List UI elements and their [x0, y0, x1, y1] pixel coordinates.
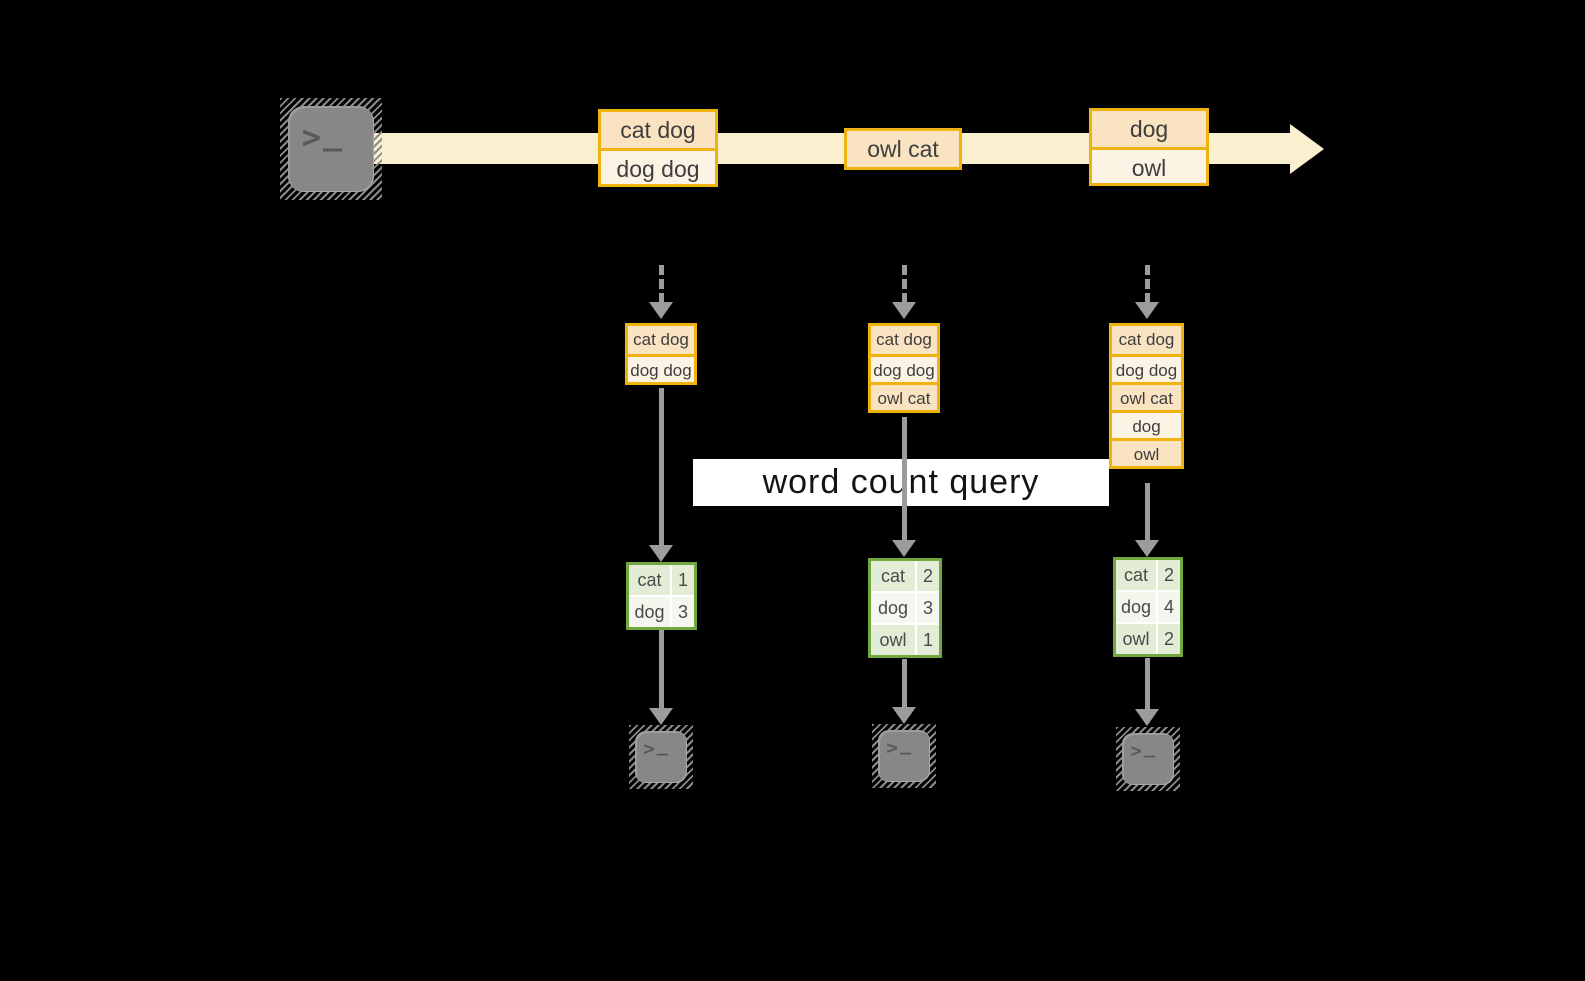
stack-row: dog dog: [1112, 354, 1181, 382]
output-terminal-icon: >_: [1116, 727, 1180, 791]
word-cell: cat: [871, 561, 915, 591]
terminal-screen: >_: [288, 106, 374, 192]
word-count-table: cat 2 dog 3 owl 1: [868, 558, 942, 658]
count-cell: 1: [672, 565, 694, 595]
down-arrowhead-icon: [649, 545, 673, 562]
stack-row: cat dog: [1112, 326, 1181, 354]
dashed-arrow-icon: [659, 265, 664, 303]
down-arrow-icon: [659, 630, 664, 708]
down-arrowhead-icon: [649, 708, 673, 725]
down-arrowhead-icon: [892, 540, 916, 557]
dashed-arrow-icon: [1145, 265, 1150, 303]
query-label: word count query: [762, 463, 1040, 501]
output-terminal-icon: >_: [872, 724, 936, 788]
terminal-prompt-icon: >_: [886, 733, 912, 760]
stack-row: owl: [1112, 438, 1181, 466]
source-terminal-icon: >_: [280, 98, 382, 200]
record-stack: cat dog dog dog owl cat: [868, 323, 940, 413]
record-line: owl cat: [847, 131, 959, 167]
down-arrowhead-icon: [892, 707, 916, 724]
dashed-arrowhead-icon: [892, 302, 916, 319]
count-cell: 3: [672, 597, 694, 627]
query-label-banner: word count query: [693, 459, 1109, 506]
down-arrowhead-icon: [1135, 709, 1159, 726]
down-arrow-icon: [659, 388, 664, 545]
down-arrow-icon: [1145, 483, 1150, 540]
stream-record: owl cat: [844, 128, 962, 170]
down-arrowhead-icon: [1135, 540, 1159, 557]
terminal-screen: >_: [635, 731, 687, 783]
dashed-arrowhead-icon: [1135, 302, 1159, 319]
record-line: dog dog: [601, 148, 715, 184]
output-terminal-icon: >_: [629, 725, 693, 789]
stream-arrowhead-icon: [1290, 124, 1324, 174]
word-cell: owl: [871, 625, 915, 655]
count-cell: 2: [1158, 560, 1180, 590]
stack-row: dog: [1112, 410, 1181, 438]
terminal-screen: >_: [1122, 733, 1174, 785]
count-cell: 1: [917, 625, 939, 655]
down-arrow-icon: [902, 417, 907, 540]
down-arrow-icon: [1145, 658, 1150, 709]
stream-record: dog owl: [1089, 108, 1209, 186]
terminal-prompt-icon: >_: [1130, 736, 1156, 763]
word-cell: cat: [629, 565, 670, 595]
count-cell: 3: [917, 593, 939, 623]
terminal-prompt-icon: >_: [301, 114, 343, 157]
word-cell: cat: [1116, 560, 1156, 590]
word-cell: dog: [871, 593, 915, 623]
down-arrow-icon: [902, 659, 907, 707]
stack-row: cat dog: [628, 326, 694, 354]
record-stack: cat dog dog dog owl cat dog owl: [1109, 323, 1184, 469]
dashed-arrowhead-icon: [649, 302, 673, 319]
word-count-table: cat 1 dog 3: [626, 562, 697, 630]
terminal-screen: >_: [878, 730, 930, 782]
count-cell: 4: [1158, 592, 1180, 622]
stack-row: dog dog: [871, 354, 937, 382]
count-cell: 2: [917, 561, 939, 591]
stack-row: owl cat: [871, 382, 937, 410]
stream-record: cat dog dog dog: [598, 109, 718, 187]
word-cell: owl: [1116, 624, 1156, 654]
word-count-table: cat 2 dog 4 owl 2: [1113, 557, 1183, 657]
record-stack: cat dog dog dog: [625, 323, 697, 385]
terminal-prompt-icon: >_: [643, 734, 669, 761]
count-cell: 2: [1158, 624, 1180, 654]
record-line: dog: [1092, 111, 1206, 147]
dashed-arrow-icon: [902, 265, 907, 303]
record-line: cat dog: [601, 112, 715, 148]
record-line: owl: [1092, 147, 1206, 183]
word-cell: dog: [629, 597, 670, 627]
stack-row: cat dog: [871, 326, 937, 354]
stack-row: owl cat: [1112, 382, 1181, 410]
word-cell: dog: [1116, 592, 1156, 622]
stack-row: dog dog: [628, 354, 694, 382]
